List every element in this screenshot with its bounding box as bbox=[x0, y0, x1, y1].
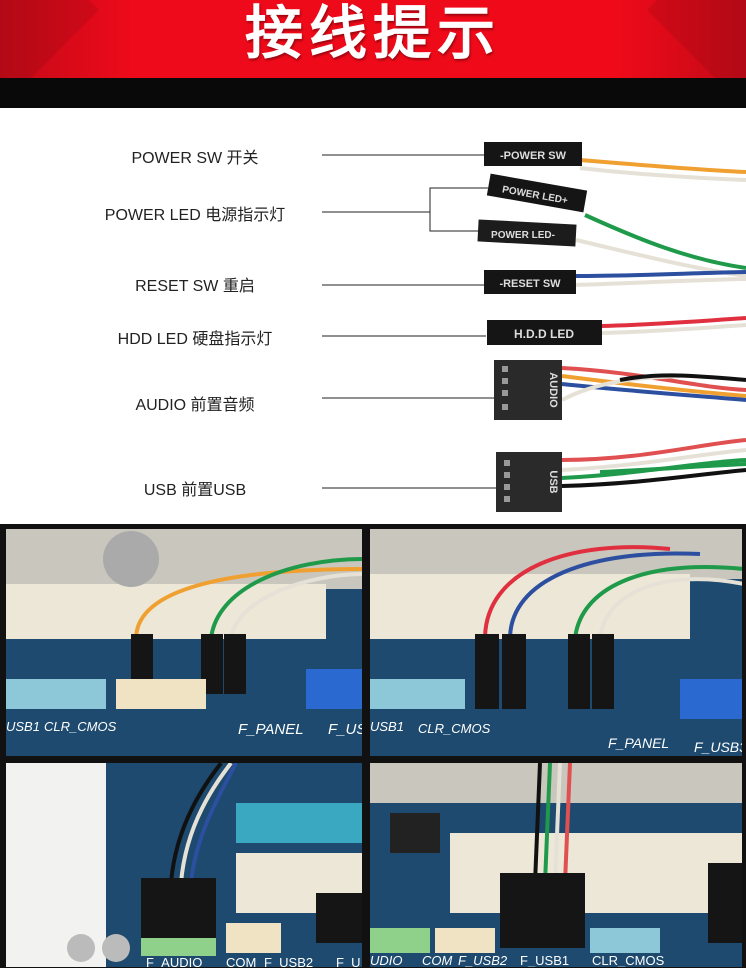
board-label: CLR_CMOS bbox=[44, 719, 117, 734]
svg-text:POWER LED-: POWER LED- bbox=[491, 230, 555, 241]
svg-text:-RESET SW: -RESET SW bbox=[499, 278, 561, 290]
connectors: -POWER SW POWER LED+ POWER LED- -RESET S… bbox=[477, 142, 602, 512]
connector-label: -POWER SW bbox=[500, 150, 567, 162]
board-label: F_USB3 bbox=[694, 739, 743, 755]
board-label: F_PANEL bbox=[238, 721, 304, 738]
label-power-led: POWER LED 电源指示灯 bbox=[104, 207, 286, 224]
connector-power-sw bbox=[484, 142, 582, 166]
label-hdd-led: HDD LED 硬盘指示灯 bbox=[117, 331, 273, 348]
board-label: F_AUDIO bbox=[146, 955, 203, 968]
board-label: F_USB bbox=[328, 721, 362, 738]
banner: 接线提示 bbox=[0, 0, 746, 78]
board-label: UDIO bbox=[370, 953, 403, 968]
label-power-sw: POWER SW 开关 bbox=[131, 150, 259, 167]
photo-audio-usb-1: F_AUDIO COM F_USB2 F_U bbox=[5, 762, 363, 968]
svg-text:USB: USB bbox=[547, 470, 559, 493]
board-label: COM bbox=[422, 953, 453, 968]
svg-text:H.D.D LED: H.D.D LED bbox=[514, 327, 574, 341]
board-label: USB1 bbox=[370, 719, 404, 734]
label-usb: USB 前置USB bbox=[143, 482, 247, 499]
connector-power-led-plus bbox=[486, 173, 588, 213]
board-label: COM bbox=[226, 955, 257, 968]
black-bar bbox=[0, 78, 746, 108]
board-label: F_U bbox=[336, 955, 361, 968]
photo-front-panel-1: USB1 CLR_CMOS F_PANEL F_USB bbox=[5, 528, 363, 757]
board-label: F_USB2 bbox=[458, 953, 508, 968]
board-label: F_USB1 bbox=[520, 953, 570, 968]
photo-front-panel-2: USB1 CLR_CMOS F_PANEL F_USB3 bbox=[369, 528, 743, 757]
connector-reset-sw bbox=[484, 270, 576, 294]
board-label: USB1 bbox=[6, 719, 40, 734]
board-label: F_PANEL bbox=[608, 735, 670, 751]
wires bbox=[561, 158, 746, 488]
leader-lines bbox=[322, 154, 496, 489]
connector-diagram: -POWER SW POWER LED+ POWER LED- -RESET S… bbox=[322, 142, 746, 512]
board-label: CLR_CMOS bbox=[592, 953, 665, 968]
label-audio: AUDIO 前置音频 bbox=[135, 397, 255, 414]
connector-hdd-led bbox=[487, 320, 602, 345]
photo-grid: USB1 CLR_CMOS F_PANEL F_USB USB1 CLR_CMO… bbox=[0, 524, 746, 968]
banner-title: 接线提示 bbox=[244, 0, 501, 67]
svg-text:AUDIO: AUDIO bbox=[547, 372, 559, 408]
board-label: F_USB2 bbox=[264, 955, 314, 968]
board-label: CLR_CMOS bbox=[418, 721, 491, 736]
connector-power-led-minus bbox=[477, 219, 577, 247]
photo-audio-usb-2: UDIO COM F_USB2 F_USB1 CLR_CMOS bbox=[369, 762, 743, 968]
label-reset-sw: RESET SW 重启 bbox=[135, 278, 255, 295]
